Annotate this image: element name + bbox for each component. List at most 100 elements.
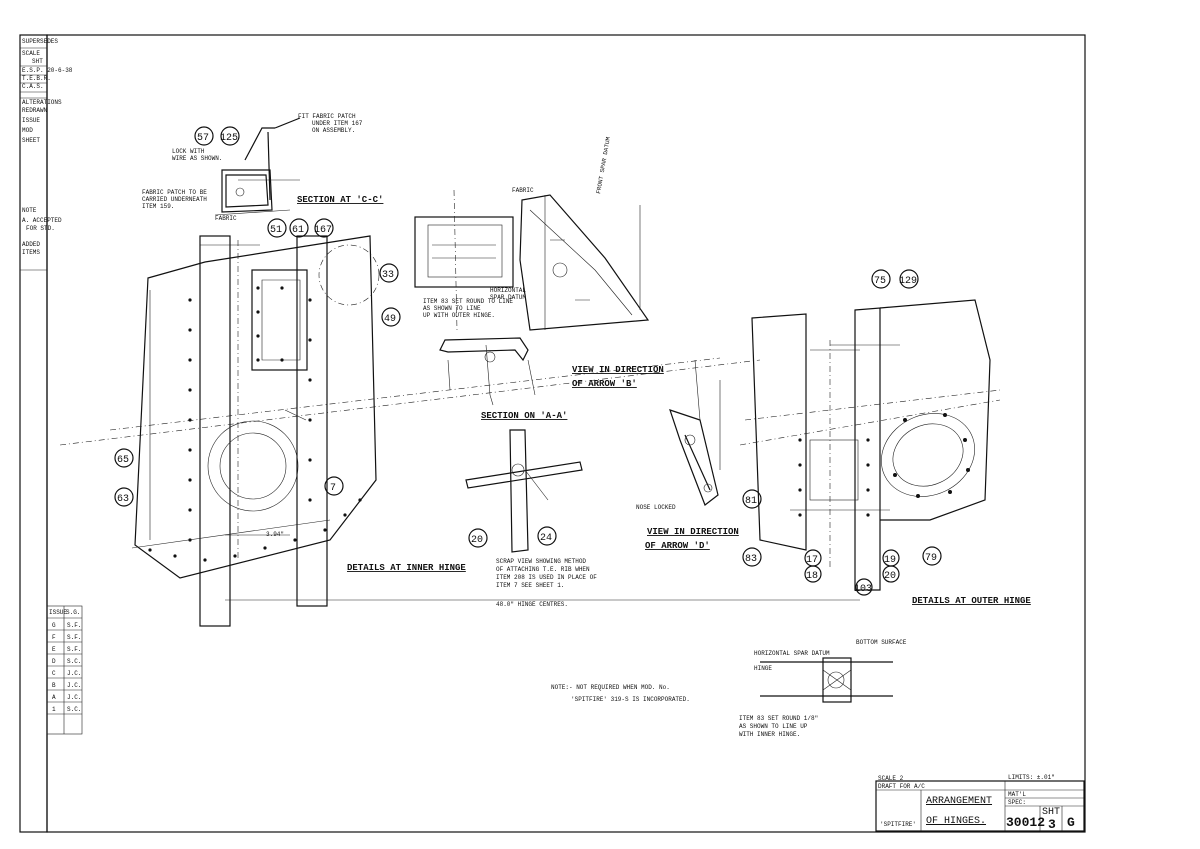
svg-text:J.C.: J.C. [67, 694, 81, 701]
inner-hinge-drawing [59, 235, 860, 627]
balloon-17: 17 [804, 549, 822, 567]
balloon-61: 61 [289, 218, 309, 238]
dim-inner: 3.94" [266, 531, 284, 538]
svg-text:E: E [52, 646, 56, 653]
svg-text:E.S.P. 20-6-38: E.S.P. 20-6-38 [22, 67, 73, 74]
title-view-d-2: OF ARROW 'D' [645, 541, 710, 551]
svg-text:S.G.: S.G. [66, 609, 80, 616]
svg-text:125: 125 [220, 133, 238, 144]
tb-title-1: ARRANGEMENT [926, 796, 992, 807]
svg-text:C: C [52, 670, 56, 677]
svg-text:T.E.B.R.: T.E.B.R. [22, 75, 51, 82]
tb-limits: LIMITS: ±.01" [1008, 774, 1055, 781]
view-b-drawing [414, 189, 650, 406]
svg-text:ALTERATIONS: ALTERATIONS [22, 99, 62, 106]
note-fabric-patch-2: CARRIED UNDERNEATH [142, 196, 207, 203]
svg-text:REDRAWN: REDRAWN [22, 107, 48, 114]
svg-text:FOR STD.: FOR STD. [26, 225, 55, 232]
note-bottom-surface: BOTTOM SURFACE [856, 639, 907, 646]
note-item83b-2: AS SHOWN TO LINE UP [739, 723, 808, 730]
svg-text:129: 129 [899, 276, 917, 287]
svg-text:81: 81 [745, 496, 757, 507]
tb-draft: DRAFT FOR A/C [878, 783, 925, 790]
svg-text:33: 33 [382, 270, 394, 281]
balloon-79: 79 [922, 546, 942, 566]
svg-text:S.F.: S.F. [67, 622, 81, 629]
tb-scale: SCALE 2 [878, 775, 904, 782]
note-lock-wire-1: LOCK WITH [172, 148, 205, 155]
title-section-cc: SECTION AT 'C-C' [297, 195, 383, 205]
note-item83-3: UP WITH OUTER HINGE. [423, 312, 495, 319]
note-horizontal-spar-1: HORIZONTAL [490, 287, 526, 294]
svg-text:19: 19 [884, 555, 896, 566]
tb-title-2: OF HINGES. [926, 816, 986, 827]
svg-text:51: 51 [270, 225, 282, 236]
balloon-75: 75 [871, 269, 891, 289]
title-outer-hinge: DETAILS AT OUTER HINGE [912, 596, 1031, 606]
balloon-125: 125 [220, 126, 240, 146]
svg-text:S.F.: S.F. [67, 646, 81, 653]
svg-text:S.C.: S.C. [67, 658, 81, 665]
svg-text:J.C.: J.C. [67, 682, 81, 689]
title-block [875, 780, 1085, 832]
note-fit-fabric-2: UNDER ITEM 167 [312, 120, 363, 127]
balloon-103: 103 [854, 578, 873, 596]
svg-text:S.C.: S.C. [67, 706, 81, 713]
note-fabric-patch-3: ITEM 159. [142, 203, 174, 210]
spar-detail-drawing [760, 657, 893, 703]
svg-text:MOD: MOD [22, 127, 33, 134]
svg-text:C.A.S.: C.A.S. [22, 83, 44, 90]
svg-text:18: 18 [806, 571, 818, 582]
svg-text:D: D [52, 658, 56, 665]
revision-panel-lines [20, 47, 47, 271]
svg-text:G: G [52, 622, 56, 629]
svg-text:63: 63 [117, 494, 129, 505]
tb-type: 'SPITFIRE' [880, 821, 916, 828]
balloon-167: 167 [314, 218, 334, 238]
note-fit-fabric-3: ON ASSEMBLY. [312, 127, 355, 134]
outer-hinge-rivets [798, 413, 970, 517]
section-cc-drawing [214, 117, 301, 216]
balloon-129: 129 [899, 269, 919, 289]
dim-hinge-centres: 48.0" HINGE CENTRES. [496, 601, 568, 608]
svg-text:ISSUE: ISSUE [22, 117, 40, 124]
note-scrap-2: OF ATTACHING T.E. RIB WHEN [496, 566, 590, 573]
note-item83b-3: WITH INNER HINGE. [739, 731, 800, 738]
svg-text:7: 7 [330, 483, 336, 494]
note-scrap-4: ITEM 7 SEE SHEET 1. [496, 582, 564, 589]
title-inner-hinge: DETAILS AT INNER HINGE [347, 563, 466, 573]
tb-issue: G [1067, 815, 1075, 830]
balloon-81: 81 [742, 489, 762, 509]
svg-text:79: 79 [925, 553, 937, 564]
tb-sht-no: 3 [1048, 817, 1056, 832]
balloon-51: 51 [267, 218, 287, 238]
svg-text:J.C.: J.C. [67, 670, 81, 677]
svg-text:75: 75 [874, 276, 886, 287]
svg-text:SCALE: SCALE [22, 50, 40, 57]
note-item83-2: AS SHOWN TO LINE [423, 305, 481, 312]
title-section-aa: SECTION ON 'A-A' [481, 411, 567, 421]
svg-text:SHEET: SHEET [22, 137, 40, 144]
balloon-20a: 20 [468, 528, 488, 548]
svg-text:F: F [52, 634, 56, 641]
balloon-57: 57 [194, 126, 214, 146]
balloon-7: 7 [324, 476, 344, 496]
balloon-49: 49 [381, 307, 401, 327]
note-horiz-spar-2: HORIZONTAL SPAR DATUM [754, 650, 830, 657]
svg-text:57: 57 [197, 133, 209, 144]
outer-hinge-drawing [739, 299, 1001, 591]
note-mod-2: 'SPITFIRE' 319-S IS INCORPORATED. [571, 696, 690, 703]
svg-text:A. ACCEPTED: A. ACCEPTED [22, 217, 62, 224]
svg-text:17: 17 [806, 555, 818, 566]
note-item83b-1: ITEM 83 SET ROUND 1/8" [739, 715, 818, 722]
svg-text:49: 49 [384, 314, 396, 325]
balloon-20b: 20 [882, 565, 900, 583]
svg-text:24: 24 [540, 533, 552, 544]
balloon-63: 63 [114, 487, 134, 507]
tb-drawing-no: 30012 [1006, 815, 1045, 830]
title-view-b-2: OF ARROW 'B' [572, 379, 637, 389]
tb-spec: SPEC: [1008, 799, 1026, 806]
balloon-83: 83 [742, 547, 762, 567]
title-view-b-1: VIEW IN DIRECTION [572, 365, 664, 375]
